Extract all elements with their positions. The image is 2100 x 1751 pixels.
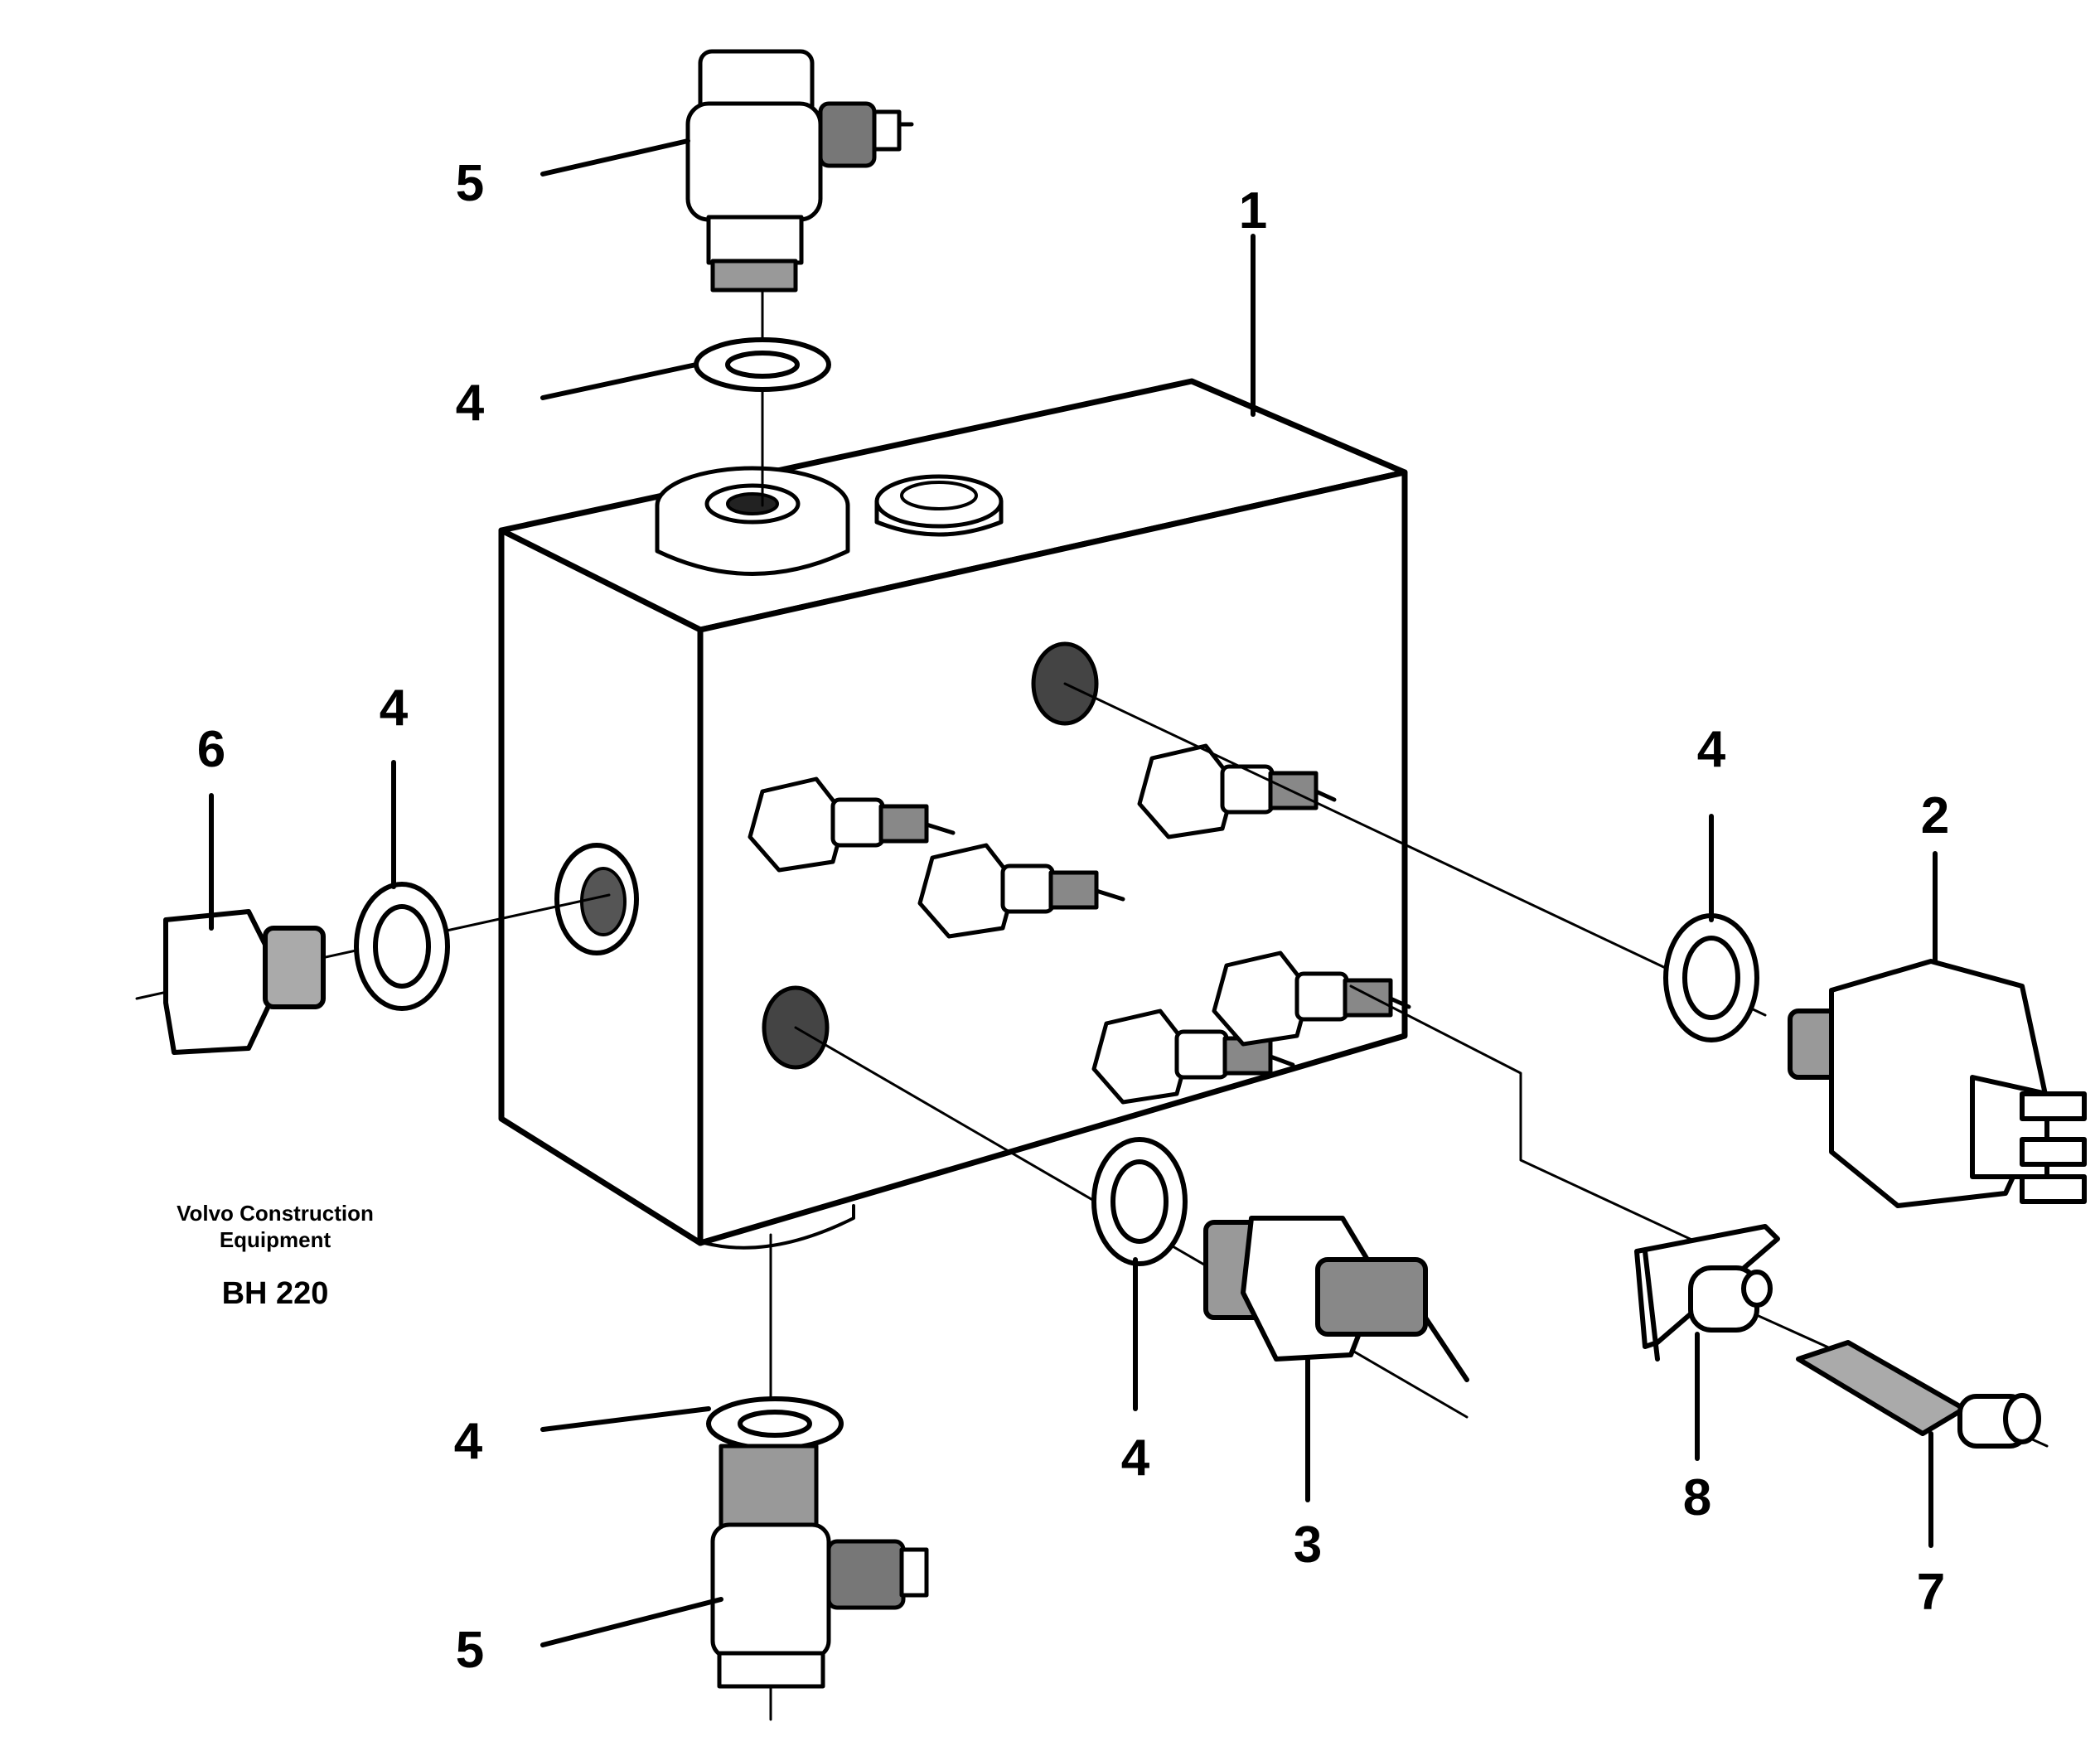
callout-4-right: 4 bbox=[1696, 721, 1726, 778]
callout-7: 7 bbox=[1916, 1564, 1946, 1621]
callout-5-bottom: 5 bbox=[455, 1622, 485, 1679]
mounted-test-nipples bbox=[748, 743, 1411, 1105]
leader-lines bbox=[209, 138, 1938, 1647]
plug bbox=[163, 909, 326, 1055]
caption-line-1: Volvo Construction bbox=[177, 1201, 374, 1226]
callout-5-top: 5 bbox=[455, 155, 485, 212]
callout-6: 6 bbox=[196, 721, 226, 778]
elbow-fitting-top bbox=[685, 49, 914, 293]
test-nipple bbox=[1203, 1216, 1469, 1382]
callout-2: 2 bbox=[1920, 787, 1950, 844]
callout-4-front: 4 bbox=[1120, 1429, 1150, 1487]
callout-3: 3 bbox=[1293, 1516, 1323, 1574]
bracket bbox=[1634, 1224, 1780, 1362]
washer-left bbox=[354, 882, 450, 1011]
washer-right bbox=[1663, 913, 1759, 1042]
callout-8: 8 bbox=[1682, 1469, 1712, 1526]
callout-1: 1 bbox=[1238, 182, 1268, 239]
pressure-switch bbox=[1788, 959, 2087, 1208]
caption-line-2: Equipment bbox=[219, 1227, 331, 1252]
washer-top bbox=[694, 337, 831, 392]
elbow-fitting-bottom bbox=[710, 1444, 929, 1689]
callout-4-top: 4 bbox=[455, 375, 485, 432]
figure-code: BH 220 bbox=[221, 1276, 329, 1311]
manufacturer-caption: Volvo Construction Equipment BH 220 bbox=[177, 1200, 374, 1312]
washer-front bbox=[1091, 1137, 1188, 1266]
callout-4-bottom: 4 bbox=[453, 1413, 483, 1470]
side-port-left bbox=[554, 843, 639, 955]
callout-4-left: 4 bbox=[379, 680, 409, 737]
top-port-plug bbox=[874, 474, 1004, 537]
washer-bottom bbox=[706, 1396, 844, 1451]
screw bbox=[1796, 1340, 2041, 1449]
top-port-nut bbox=[655, 466, 850, 576]
